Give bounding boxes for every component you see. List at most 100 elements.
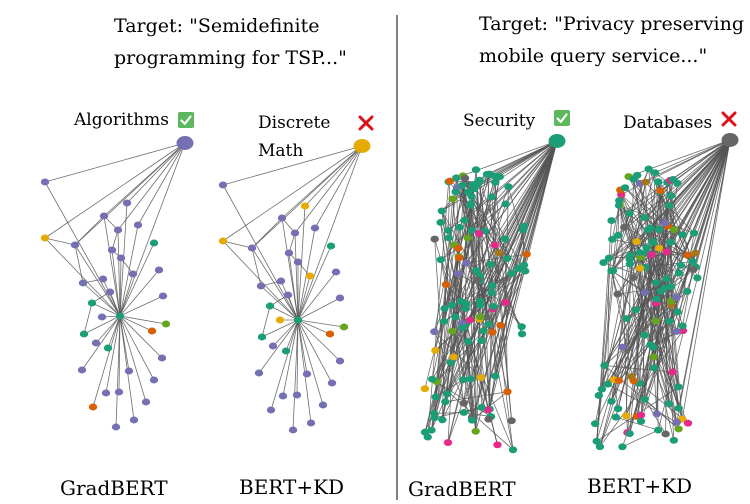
- graph-node: [491, 372, 500, 380]
- graph-node: [436, 219, 445, 226]
- model-label-gradbert-right: GradBERT: [408, 477, 516, 501]
- graph-node: [607, 397, 616, 405]
- graph-node: [629, 274, 638, 282]
- graph-edge: [119, 273, 134, 317]
- graph-node: [662, 275, 671, 283]
- graph-node: [688, 257, 697, 265]
- graph-edge: [479, 176, 501, 281]
- graph-node: [518, 226, 528, 234]
- graph-node: [310, 224, 320, 232]
- graph-node: [266, 406, 276, 414]
- graph-edge: [111, 249, 121, 317]
- graph-node: [437, 207, 447, 215]
- graph-edge: [453, 264, 492, 358]
- graph-edge: [107, 315, 121, 349]
- graph-node: [458, 324, 467, 332]
- graph-node: [468, 181, 477, 189]
- graph-edge: [119, 315, 153, 332]
- graph-node: [458, 376, 468, 384]
- graph-node: [501, 299, 510, 306]
- graph-node: [453, 270, 463, 278]
- graph-edge: [494, 140, 558, 183]
- graph-node: [613, 231, 623, 239]
- graph-node: [648, 238, 658, 246]
- graph-edge: [222, 145, 363, 242]
- graph-edge: [81, 315, 121, 371]
- graph-node: [124, 367, 134, 375]
- graph-node: [327, 379, 337, 387]
- graph-node: [673, 308, 682, 316]
- graph-node: [652, 295, 661, 303]
- graph-edge: [434, 407, 482, 419]
- graph-edge: [522, 229, 525, 266]
- graph-bertkd-left: [218, 139, 371, 434]
- graph-edge: [434, 239, 446, 402]
- graph-edge: [297, 319, 333, 384]
- graph-node: [519, 261, 529, 269]
- graph-node: [451, 188, 460, 196]
- graph-node: [161, 320, 171, 328]
- graph-node: [448, 195, 457, 203]
- check-mark-icon: [554, 110, 570, 126]
- graph-edge: [624, 226, 693, 262]
- graph-edge: [611, 270, 641, 384]
- graph-node: [664, 400, 674, 408]
- graph-node: [444, 227, 453, 234]
- graph-node: [451, 313, 460, 321]
- graph-node: [662, 248, 671, 256]
- graph-edge: [615, 179, 674, 418]
- graph-node: [467, 227, 477, 234]
- graph-edge: [294, 145, 363, 234]
- graph-node: [268, 342, 278, 350]
- graph-node: [476, 374, 486, 381]
- graph-node: [683, 288, 692, 295]
- graph-edge: [297, 319, 324, 406]
- graph-node: [77, 366, 87, 374]
- graph-node: [661, 430, 670, 438]
- graph-node: [284, 249, 294, 257]
- left-title-line1: Target: "Semidefinite: [114, 15, 319, 37]
- graph-node: [649, 353, 658, 361]
- graph-node: [674, 269, 684, 277]
- graph-node: [283, 291, 293, 299]
- graph-node: [487, 193, 496, 201]
- graph-node: [265, 302, 275, 310]
- graph-node: [597, 385, 607, 393]
- graph-edge: [270, 319, 299, 411]
- graph-node: [493, 441, 502, 449]
- graph-node: [87, 299, 97, 307]
- graph-node: [521, 267, 530, 275]
- graph-edge: [697, 139, 731, 279]
- graph-node: [444, 234, 454, 242]
- graph-node: [477, 404, 486, 411]
- graph-node: [496, 321, 505, 329]
- graph-node: [595, 443, 605, 451]
- graph-edge: [434, 331, 482, 378]
- graph-edge: [654, 139, 731, 174]
- graph-edge: [613, 379, 619, 409]
- graph-edge: [474, 185, 526, 272]
- graph-node: [91, 339, 101, 347]
- graph-edge: [628, 176, 668, 227]
- graph-edge: [607, 303, 657, 385]
- graph-node: [683, 419, 693, 427]
- graph-gradbert-left: [40, 136, 194, 431]
- graph-edge: [619, 189, 678, 423]
- graph-node: [691, 249, 700, 257]
- graph-node: [608, 235, 617, 243]
- graph-node: [607, 217, 616, 224]
- graph-node: [460, 174, 470, 182]
- label-databases: Databases: [623, 113, 712, 133]
- graph-edge: [285, 319, 299, 352]
- graph-node: [646, 341, 655, 349]
- graph-node: [517, 323, 526, 331]
- graph-node: [647, 251, 656, 259]
- graph-edge: [119, 257, 122, 317]
- graph-node: [439, 318, 449, 325]
- graph-edge: [261, 319, 299, 338]
- graph-node: [141, 398, 151, 406]
- graph-node: [643, 226, 653, 234]
- graph-node: [674, 425, 683, 433]
- graph-node: [290, 229, 300, 237]
- graph-node: [462, 259, 471, 267]
